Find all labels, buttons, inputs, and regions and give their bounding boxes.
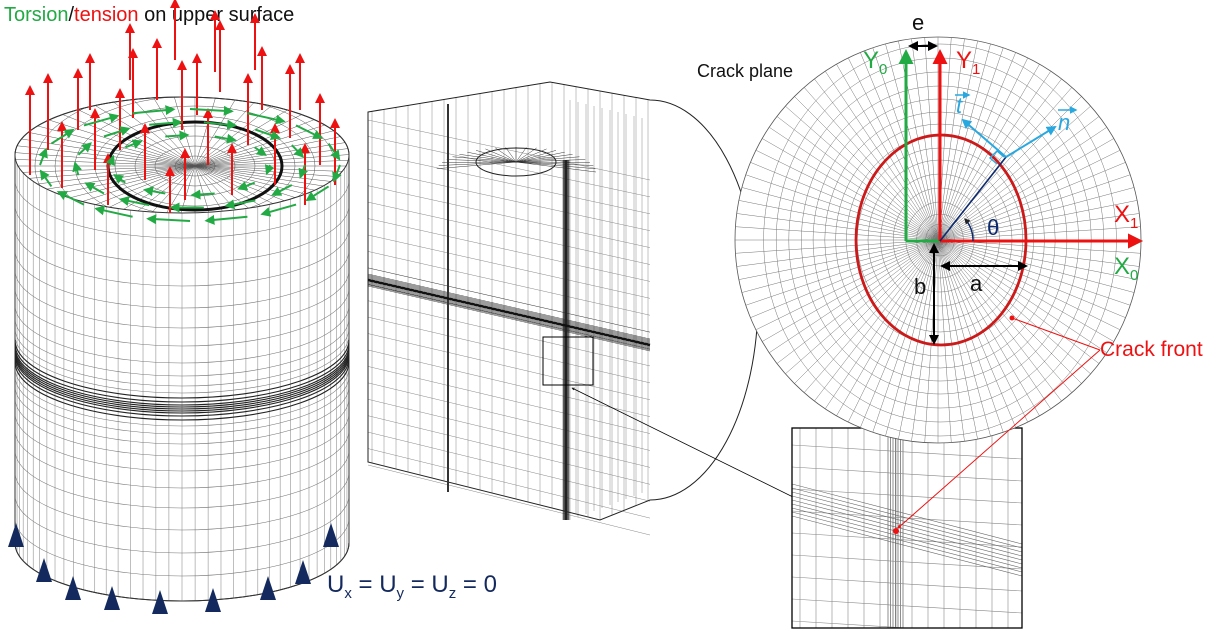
tension-word: tension bbox=[74, 4, 139, 26]
b-semi-axis-label: b bbox=[914, 274, 926, 299]
crack-front-label: Crack front bbox=[1100, 338, 1203, 361]
boundary-condition: Ux = Uy = Uz = 0 bbox=[327, 571, 497, 602]
offset-e-label: e bbox=[912, 10, 924, 35]
y0-axis-label: Y0 bbox=[863, 47, 887, 78]
x0-axis-label: X0 bbox=[1114, 253, 1138, 284]
x1-axis-label: X1 bbox=[1114, 201, 1138, 232]
normal-vector-label: n bbox=[1058, 110, 1070, 135]
fixed-supports bbox=[8, 523, 339, 614]
crack-point bbox=[893, 528, 899, 534]
theta-label: θ bbox=[987, 215, 999, 240]
crack-plane-label: Crack plane bbox=[697, 61, 793, 81]
tangent-vector-label: t bbox=[956, 93, 963, 118]
a-semi-axis-label: a bbox=[970, 271, 983, 296]
load-arrows bbox=[25, 0, 342, 225]
half-cylinder-mesh bbox=[367, 81, 759, 536]
full-cylinder-mesh bbox=[14, 96, 350, 602]
torsion-word: Torsion bbox=[4, 4, 69, 26]
caption-slash: / bbox=[68, 4, 75, 26]
zoom-region-box bbox=[542, 336, 594, 386]
y1-axis-label: Y1 bbox=[956, 47, 980, 78]
zoom-inset bbox=[791, 427, 1023, 629]
coordinate-axes bbox=[897, 41, 1143, 529]
